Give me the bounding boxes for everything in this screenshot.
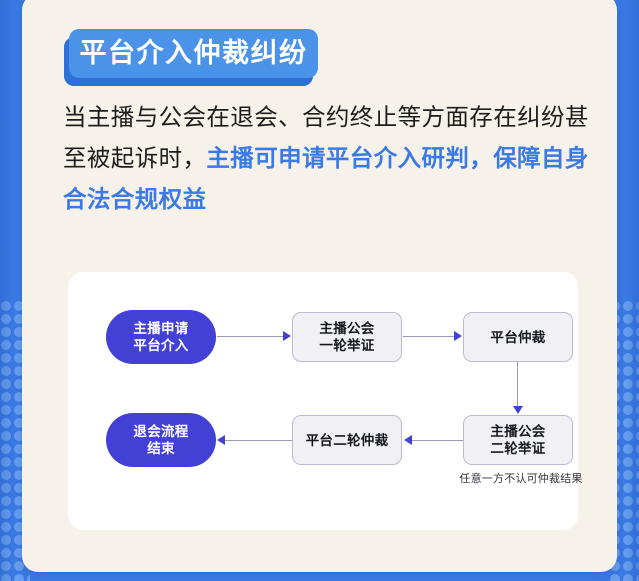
flow-node-end-label: 退会流程 结束 (133, 424, 189, 456)
badge-body: 平台介入仲裁纠纷 (69, 29, 318, 78)
content-card: 平台介入仲裁纠纷 当主播与公会在退会、合约终止等方面存在纠纷甚至被起诉时，主播可… (22, 0, 617, 572)
flowchart-canvas: 主播申请 平台介入 主播公会 一轮举证 平台仲裁 主播公会 二轮举证 平台二轮仲… (68, 272, 582, 530)
flow-edge-arbitration-to-round2 (517, 362, 519, 407)
flow-node-round2[interactable]: 主播公会 二轮举证 (463, 415, 573, 465)
flow-node-second-arbitration-label: 平台二轮仲裁 (305, 432, 389, 448)
flow-node-round1[interactable]: 主播公会 一轮举证 (292, 312, 402, 362)
flow-edge-second-arbitration-to-end (224, 440, 292, 442)
body-paragraph: 当主播与公会在退会、合约终止等方面存在纠纷甚至被起诉时，主播可申请平台介入研判，… (63, 97, 597, 220)
flow-node-round2-label: 主播公会 二轮举证 (490, 424, 546, 456)
flowchart-card: 主播申请 平台介入 主播公会 一轮举证 平台仲裁 主播公会 二轮举证 平台二轮仲… (68, 272, 582, 530)
right-edge-shade (625, 0, 639, 581)
flow-annotation: 任意一方不认可仲裁结果 (459, 473, 583, 485)
flow-node-arbitration[interactable]: 平台仲裁 (463, 312, 573, 362)
flow-arrowhead-second-arbitration-to-end (217, 435, 225, 445)
left-edge-shade (0, 0, 14, 581)
flow-arrowhead-round2-to-second-arbitration (404, 435, 412, 445)
flow-node-second-arbitration[interactable]: 平台二轮仲裁 (292, 415, 402, 465)
flow-node-arbitration-label: 平台仲裁 (490, 329, 546, 345)
flow-edge-apply-to-round1 (217, 336, 284, 338)
flow-arrowhead-round1-to-arbitration (454, 331, 462, 341)
paragraph-plain-text: 当主播与公会在退会、合约终止等方面存在纠纷甚至被起诉时， (63, 104, 589, 171)
flow-node-apply-label: 主播申请 平台介入 (133, 321, 189, 353)
flow-node-end[interactable]: 退会流程 结束 (106, 413, 216, 467)
flow-edge-round2-to-second-arbitration (411, 440, 463, 442)
flow-arrowhead-apply-to-round1 (283, 331, 291, 341)
flow-edge-round1-to-arbitration (403, 336, 455, 338)
paragraph-highlight-text: 主播可申请平台介入研判，保障自身合法合规权益 (63, 145, 589, 212)
flow-node-apply[interactable]: 主播申请 平台介入 (106, 310, 216, 364)
page-title: 平台介入仲裁纠纷 (79, 38, 308, 68)
flow-arrowhead-arbitration-to-round2 (513, 406, 523, 414)
section-title-badge: 平台介入仲裁纠纷 (64, 29, 318, 86)
flow-node-round1-label: 主播公会 一轮举证 (319, 321, 375, 353)
